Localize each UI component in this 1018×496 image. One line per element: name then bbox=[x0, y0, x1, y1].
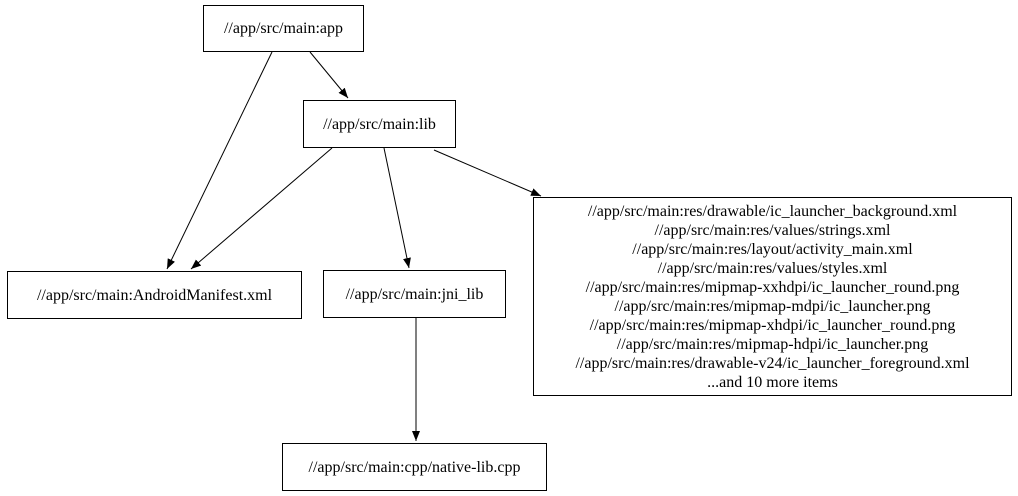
node-native-lib-cpp: //app/src/main:cpp/native-lib.cpp bbox=[282, 443, 547, 491]
res-item: //app/src/main:res/mipmap-mdpi/ic_launch… bbox=[614, 297, 931, 315]
node-res-group: //app/src/main:res/drawable/ic_launcher_… bbox=[533, 197, 1012, 396]
node-android-manifest-label: //app/src/main:AndroidManifest.xml bbox=[36, 286, 273, 304]
node-lib-label: //app/src/main:lib bbox=[323, 115, 436, 133]
node-app: //app/src/main:app bbox=[203, 5, 364, 52]
node-jni-lib-label: //app/src/main:jni_lib bbox=[345, 285, 484, 303]
node-app-label: //app/src/main:app bbox=[223, 20, 344, 37]
res-item: //app/src/main:res/mipmap-hdpi/ic_launch… bbox=[616, 335, 929, 353]
res-item: //app/src/main:res/drawable-v24/ic_launc… bbox=[575, 354, 970, 372]
res-item: //app/src/main:res/values/styles.xml bbox=[657, 259, 888, 277]
edge-lib-to-android-manifest bbox=[190, 147, 333, 270]
res-item: //app/src/main:res/mipmap-xxhdpi/ic_laun… bbox=[585, 278, 960, 296]
res-item: //app/src/main:res/values/strings.xml bbox=[654, 221, 891, 239]
res-item: //app/src/main:res/layout/activity_main.… bbox=[632, 240, 913, 258]
res-more-items-label: ...and 10 more items bbox=[707, 373, 838, 391]
edge-lib-to-res-group bbox=[433, 149, 542, 197]
res-item: //app/src/main:res/mipmap-xhdpi/ic_launc… bbox=[589, 316, 956, 334]
node-android-manifest: //app/src/main:AndroidManifest.xml bbox=[7, 271, 302, 319]
edge-app-to-android-manifest bbox=[166, 51, 273, 270]
edge-app-to-lib bbox=[309, 51, 349, 99]
res-item: //app/src/main:res/drawable/ic_launcher_… bbox=[587, 202, 958, 220]
node-native-lib-cpp-label: //app/src/main:cpp/native-lib.cpp bbox=[308, 458, 521, 476]
node-jni-lib: //app/src/main:jni_lib bbox=[323, 270, 506, 318]
edge-lib-to-jni-lib bbox=[383, 147, 411, 269]
node-lib: //app/src/main:lib bbox=[303, 100, 456, 148]
